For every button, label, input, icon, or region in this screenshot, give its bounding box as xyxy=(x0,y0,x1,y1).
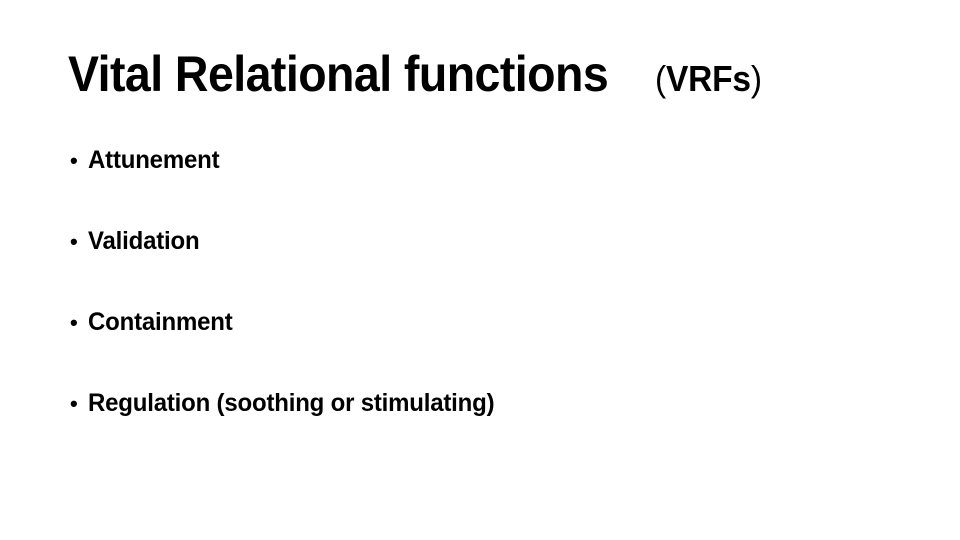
list-item-label: Attunement xyxy=(88,146,220,174)
bullet-icon: • xyxy=(70,229,78,254)
abbreviation-text: VRFs xyxy=(665,58,751,99)
page-title: Vital Relational functions (VRFs) xyxy=(68,48,928,101)
bullet-icon: • xyxy=(70,148,78,173)
list-item: • Validation xyxy=(70,227,930,256)
abbreviation-close-paren: ) xyxy=(750,58,762,99)
list-item: • Regulation (soothing or stimulating) xyxy=(70,389,930,418)
abbreviation-open-paren: ( xyxy=(654,58,666,99)
list-item-label: Containment xyxy=(88,308,233,336)
list-item: • Attunement xyxy=(70,146,930,175)
bullet-icon: • xyxy=(70,391,78,416)
page-title-abbreviation: (VRFs) xyxy=(655,60,762,98)
list-item-label: Validation xyxy=(88,227,200,255)
list-item: • Containment xyxy=(70,308,930,337)
page-title-main: Vital Relational functions xyxy=(68,46,609,102)
list-item-label: Regulation (soothing or stimulating) xyxy=(88,389,495,417)
bullet-icon: • xyxy=(70,310,78,335)
